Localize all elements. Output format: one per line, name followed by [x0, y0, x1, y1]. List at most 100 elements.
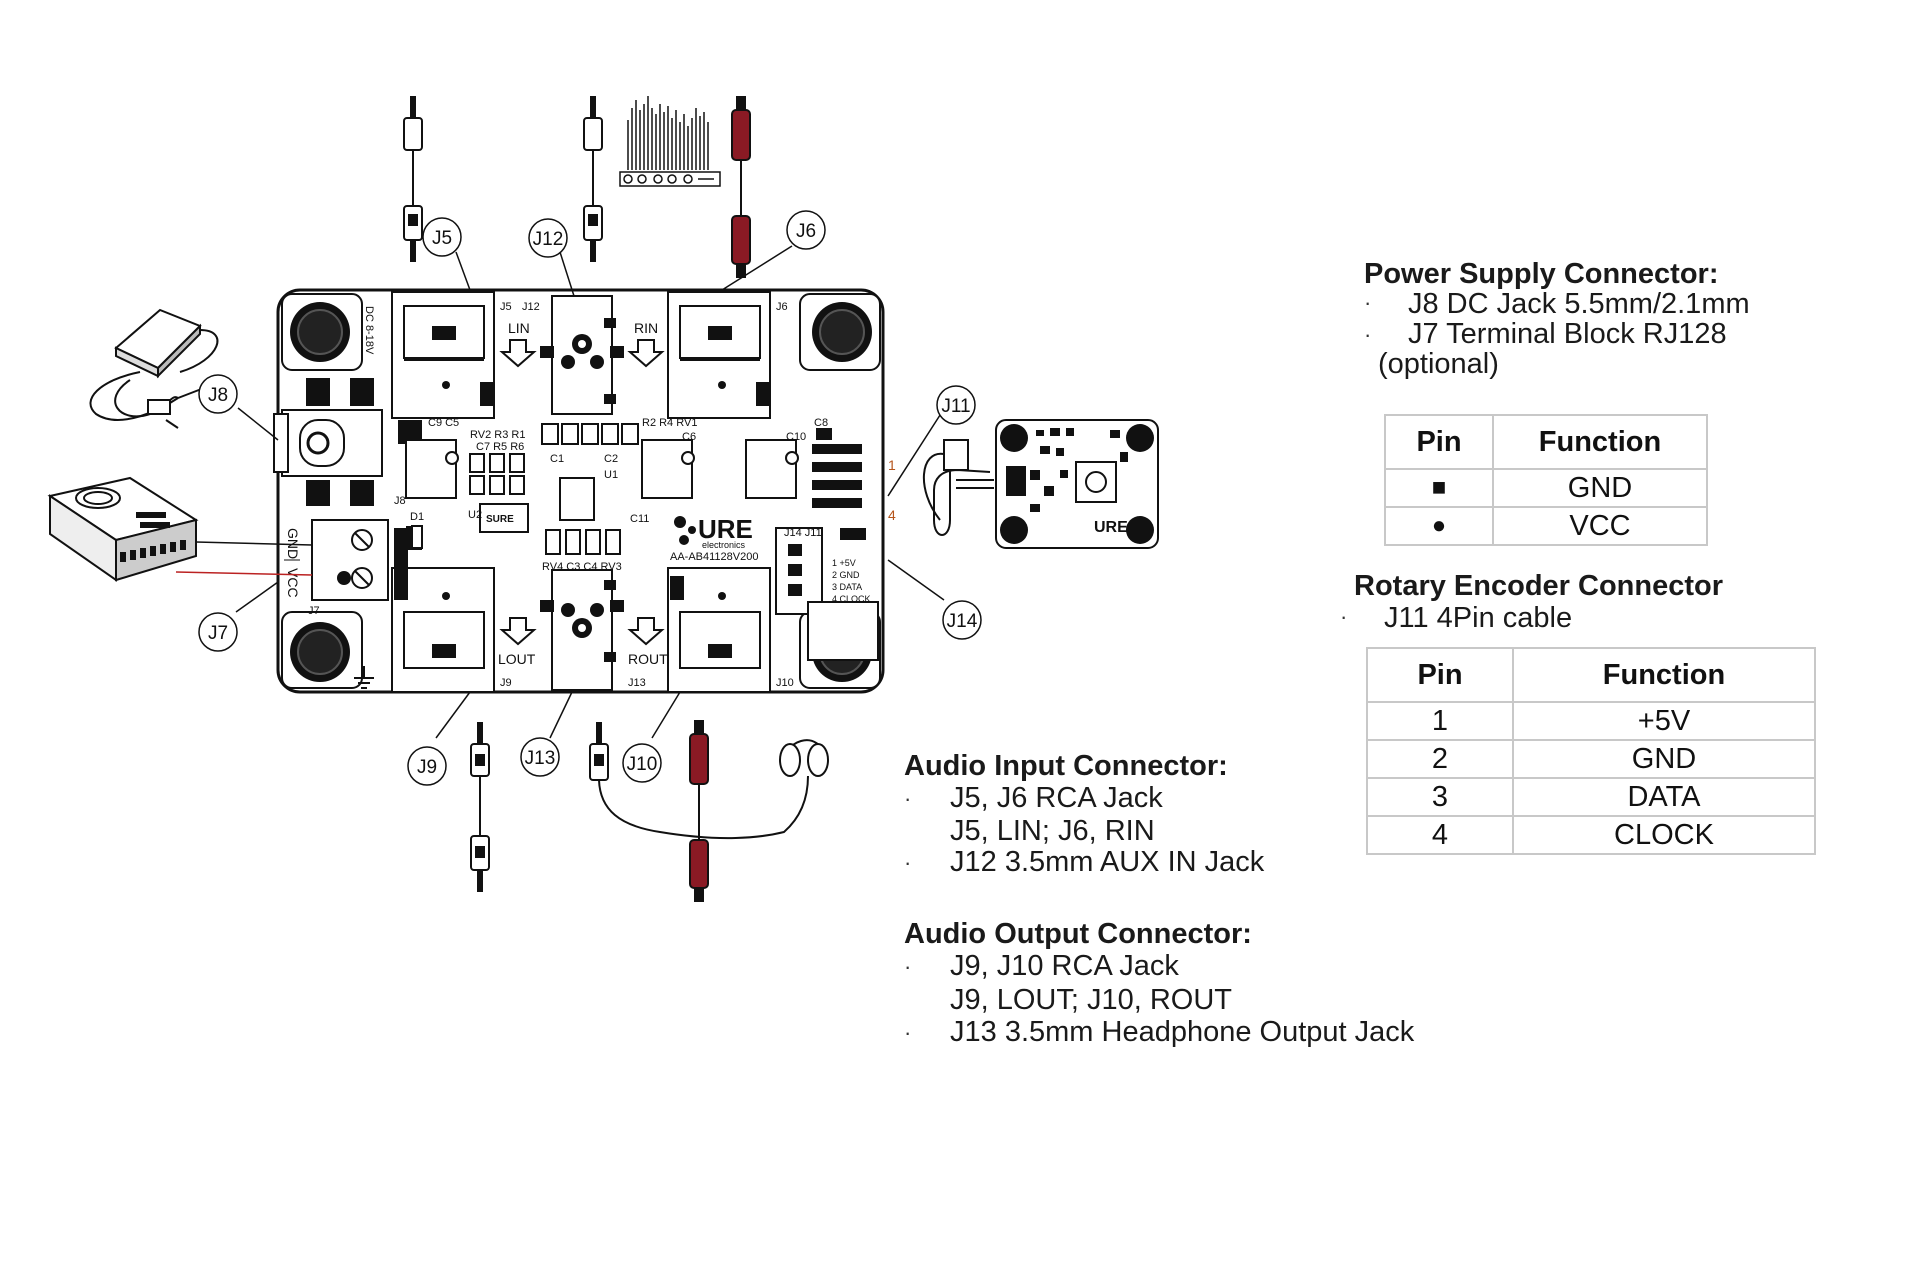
table-cell: ■	[1384, 468, 1494, 508]
label-j9: J9	[500, 677, 512, 689]
j14-pin-3: 3 DATA	[832, 582, 862, 592]
rca-jack-j5	[391, 291, 495, 419]
table-header: Pin	[1384, 414, 1494, 470]
table-cell: GND	[1492, 468, 1708, 508]
connector-j14-pins	[812, 428, 866, 540]
power-item-3: (optional)	[1378, 348, 1499, 380]
power-item-1: J8 DC Jack 5.5mm/2.1mm	[1408, 288, 1750, 320]
callout-j11: J11	[936, 385, 976, 425]
callout-j8: J8	[198, 374, 238, 414]
label-d1: D1	[410, 511, 424, 523]
potentiometer-icon	[405, 439, 797, 499]
table-cell: 2	[1366, 739, 1514, 779]
j14-pin-2: 2 GND	[832, 570, 860, 580]
table-header: Pin	[1366, 647, 1514, 703]
table-cell: CLOCK	[1512, 815, 1816, 855]
svg-text:J13: J13	[525, 748, 556, 769]
bullet: ·	[904, 786, 912, 811]
rotary-encoder-title: Rotary Encoder Connector	[1354, 570, 1723, 602]
board-logo: URE	[698, 514, 753, 544]
aux-jack-j12	[540, 295, 624, 415]
audio-output-item-1: J9, J10 RCA Jack	[950, 950, 1179, 982]
table-cell: +5V	[1512, 701, 1816, 741]
audio-plug-icon	[470, 722, 490, 892]
table-header-row: Pin Function	[1384, 414, 1708, 470]
ground-icon	[354, 666, 374, 689]
table-row: ■ GND	[1384, 468, 1708, 508]
bullet: ·	[904, 954, 912, 979]
table-row: ● VCC	[1384, 506, 1708, 546]
table-cell: 4	[1366, 815, 1514, 855]
label-j12: J12	[522, 301, 540, 313]
callout-j10: J10	[622, 743, 662, 783]
power-supply-title: Power Supply Connector:	[1364, 258, 1719, 290]
label-j10: J10	[776, 677, 794, 689]
svg-text:J12: J12	[533, 229, 564, 250]
svg-text:J6: J6	[796, 221, 816, 242]
table-row: 2 GND	[1366, 739, 1816, 779]
wire-label-1: 1	[888, 457, 896, 473]
terminal-block-j7	[311, 519, 422, 601]
label-vcc: VCC	[285, 568, 301, 598]
svg-text:J14: J14	[947, 611, 978, 632]
audio-plug-icon	[589, 722, 609, 781]
label-c10: C10	[786, 431, 806, 443]
encoder-logo: URE	[1094, 519, 1128, 536]
label-u1: U1	[604, 469, 618, 481]
mounting-hole-icon	[281, 293, 363, 371]
label-j7: J7	[308, 605, 320, 617]
board-logo-sub: electronics	[702, 540, 746, 550]
table-cell: VCC	[1492, 506, 1708, 546]
callout-j7: J7	[198, 612, 238, 652]
rca-plug-icon	[731, 96, 751, 278]
label-c9c5: C9 C5	[428, 417, 459, 429]
svg-text:J10: J10	[627, 754, 658, 775]
label-u2: U2	[468, 509, 482, 521]
small-logo: SURE	[486, 514, 514, 525]
rotary-pin-table: Pin Function 1 +5V 2 GND 3 DATA 4 CLOCK	[1366, 647, 1816, 855]
callout-j13: J13	[520, 737, 560, 777]
callout-j9: J9	[407, 746, 447, 786]
audio-input-item-2: J5, LIN; J6, RIN	[950, 815, 1155, 847]
svg-text:J5: J5	[432, 228, 452, 249]
table-cell: GND	[1512, 739, 1816, 779]
wire-label-4: 4	[888, 507, 896, 523]
label-gnd: GND	[285, 528, 301, 559]
audio-input-item-3: J12 3.5mm AUX IN Jack	[950, 846, 1265, 878]
table-row: 1 +5V	[1366, 701, 1816, 741]
label-j13: J13	[628, 677, 646, 689]
j14-pin-4: 4 CLOCK	[832, 594, 871, 604]
label-j8: J8	[394, 495, 406, 507]
label-rv2r3r1: RV2 R3 R1	[470, 429, 525, 441]
mounting-hole-icon	[281, 611, 363, 689]
arrow-down-icon	[499, 339, 665, 646]
label-c11: C11	[630, 513, 649, 525]
power-adapter-icon	[89, 308, 219, 429]
rca-plug-icon	[689, 720, 709, 902]
rotary-item-1: J11 4Pin cable	[1384, 602, 1573, 634]
label-c2: C2	[604, 453, 618, 465]
label-j5: J5	[500, 301, 512, 313]
audio-input-title: Audio Input Connector:	[904, 750, 1228, 782]
table-header: Function	[1492, 414, 1708, 470]
table-row: 4 CLOCK	[1366, 815, 1816, 855]
table-header-row: Pin Function	[1366, 647, 1816, 703]
rotary-encoder-board: URE	[995, 419, 1159, 549]
power-item-2: J7 Terminal Block RJ128	[1408, 318, 1727, 350]
table-header: Function	[1512, 647, 1816, 703]
label-lin: LIN	[508, 320, 530, 336]
table-row: 3 DATA	[1366, 777, 1816, 817]
table-cell: DATA	[1512, 777, 1816, 817]
power-supply-box-icon	[47, 476, 199, 582]
audio-output-item-3: J13 3.5mm Headphone Output Jack	[950, 1016, 1415, 1048]
label-lout: LOUT	[498, 651, 536, 667]
label-c6: C6	[682, 431, 696, 443]
label-c7r5r6: C7 R5 R6	[476, 441, 524, 453]
rca-jack-j6	[667, 291, 771, 419]
table-cell: ●	[1384, 506, 1494, 546]
smd-parts	[411, 423, 639, 555]
audio-output-item-2: J9, LOUT; J10, ROUT	[950, 984, 1233, 1016]
audio-output-title: Audio Output Connector:	[904, 918, 1252, 950]
rca-jack-j9	[391, 567, 495, 693]
